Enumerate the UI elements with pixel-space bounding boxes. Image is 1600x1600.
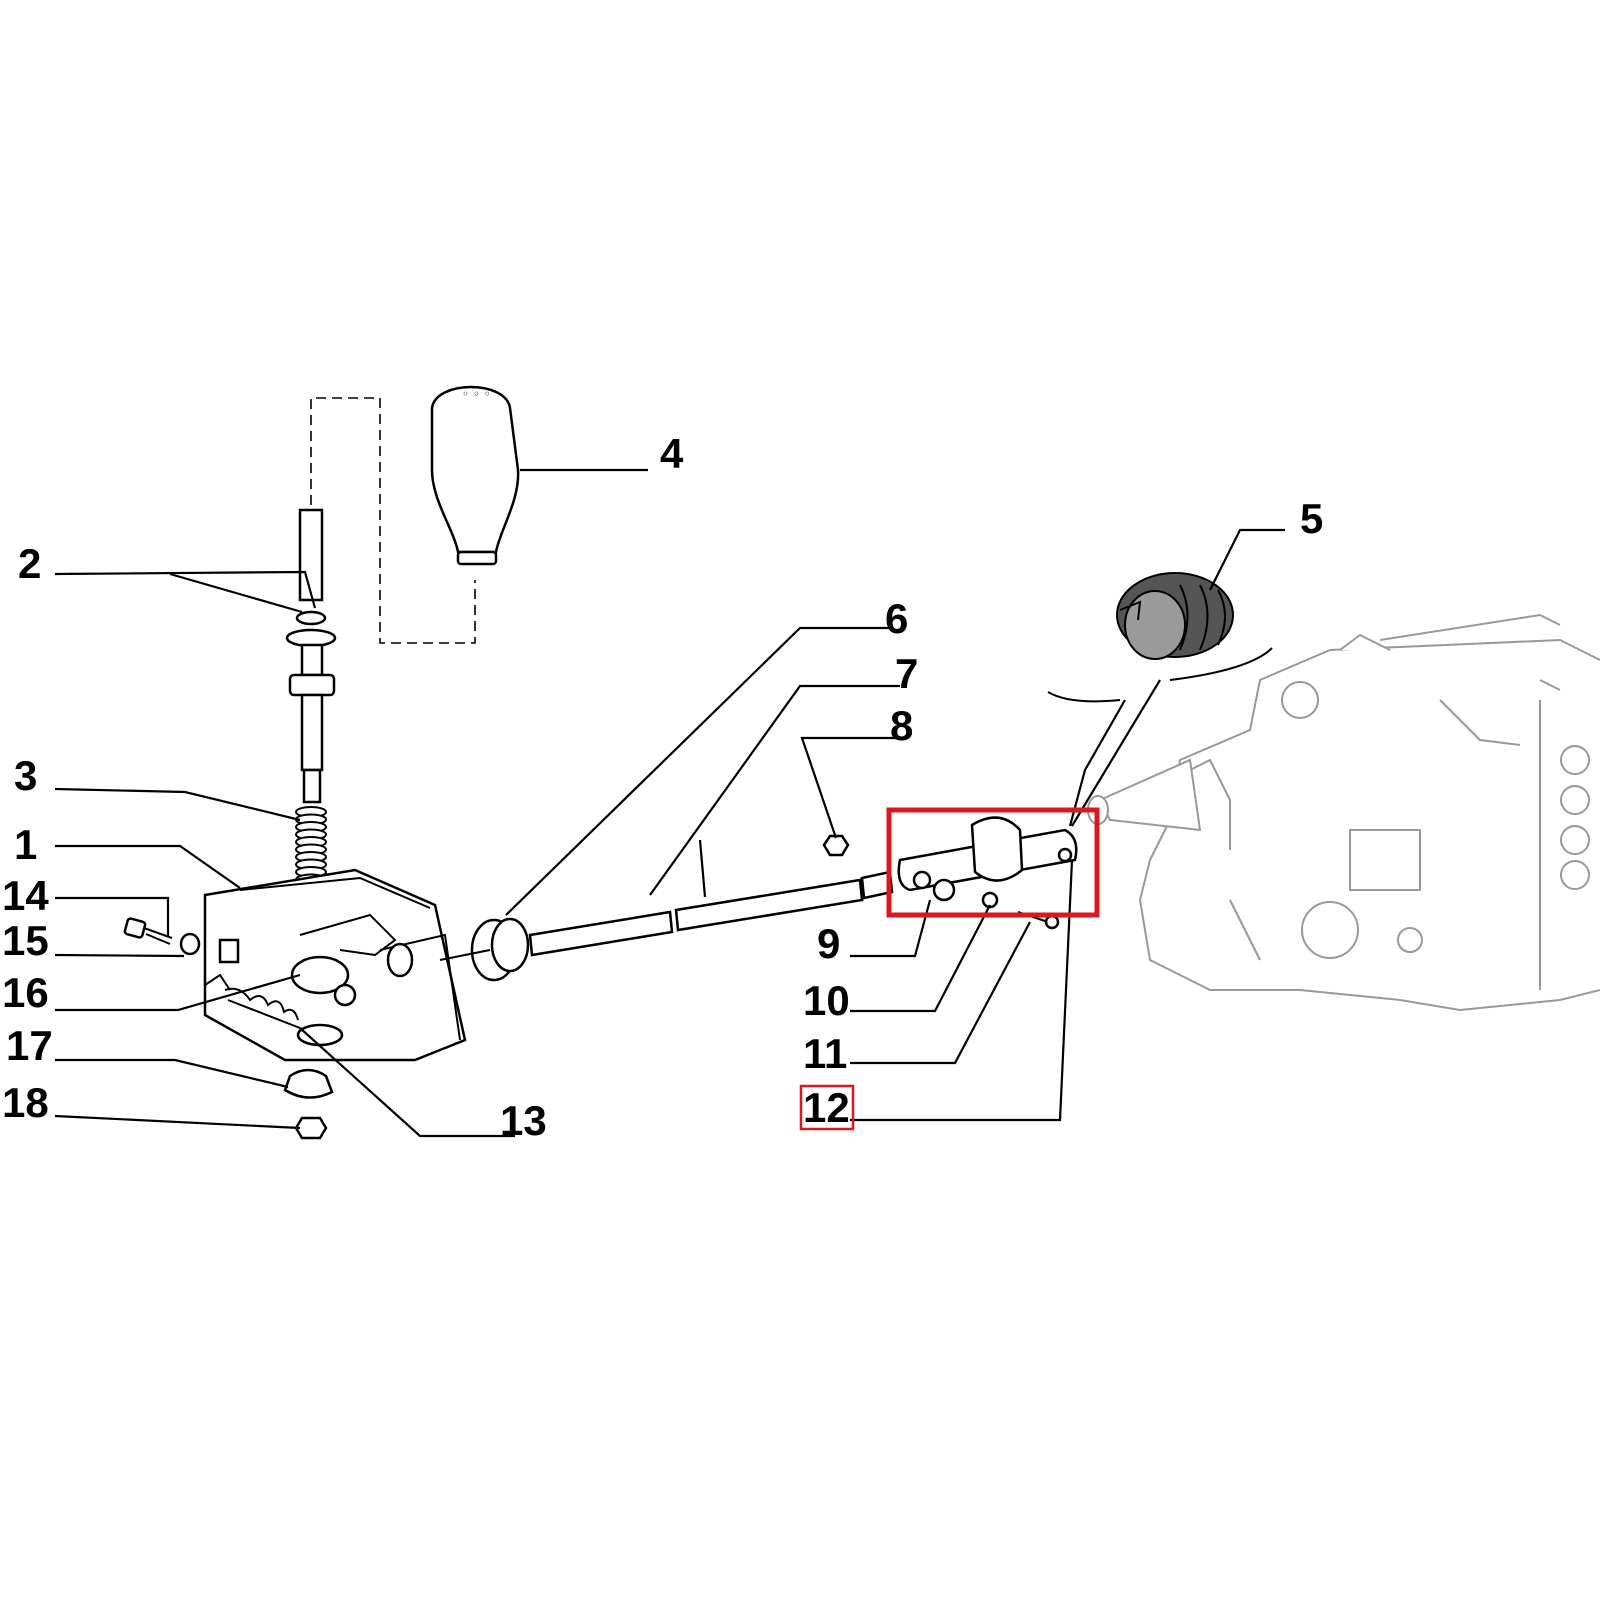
callout-1: 1 [14,821,37,868]
highlight-box [886,807,1100,918]
gear-lever-shaft [285,508,337,804]
callout-6: 6 [885,595,908,642]
callout-2: 2 [18,540,41,587]
selector-rod [439,870,894,982]
leader-lines [54,468,1285,1138]
rubber-cup [283,1068,334,1099]
assembly-guide-line [310,397,476,644]
gear-knob: ◦ ◦ ◦ [430,385,520,566]
highlight-label-box [799,1084,855,1131]
callout-16: 16 [2,969,49,1016]
callout-15: 15 [2,917,49,964]
callout-17: 17 [6,1022,53,1069]
callout-14: 14 [2,872,49,919]
bolt [123,917,173,945]
callout-12: 12 [803,1084,850,1131]
selector-housing [203,868,467,1062]
small-nut [822,834,850,857]
rubber-boot [1116,572,1234,660]
callout-9: 9 [817,920,840,967]
callout-4: 4 [660,430,684,477]
callout-10: 10 [803,977,850,1024]
knob-pattern: ◦ ◦ ◦ [462,387,491,401]
hex-nut [294,1116,328,1140]
gearbox-housing [1087,613,1600,1012]
callout-7: 7 [895,650,918,697]
callout-11: 11 [803,1030,847,1077]
washer [179,932,201,956]
callout-3: 3 [14,752,37,799]
callout-18: 18 [2,1079,49,1126]
callout-5: 5 [1300,495,1323,542]
callout-13: 13 [500,1097,547,1144]
boot-bracket [1047,647,1273,703]
callout-8: 8 [890,702,913,749]
